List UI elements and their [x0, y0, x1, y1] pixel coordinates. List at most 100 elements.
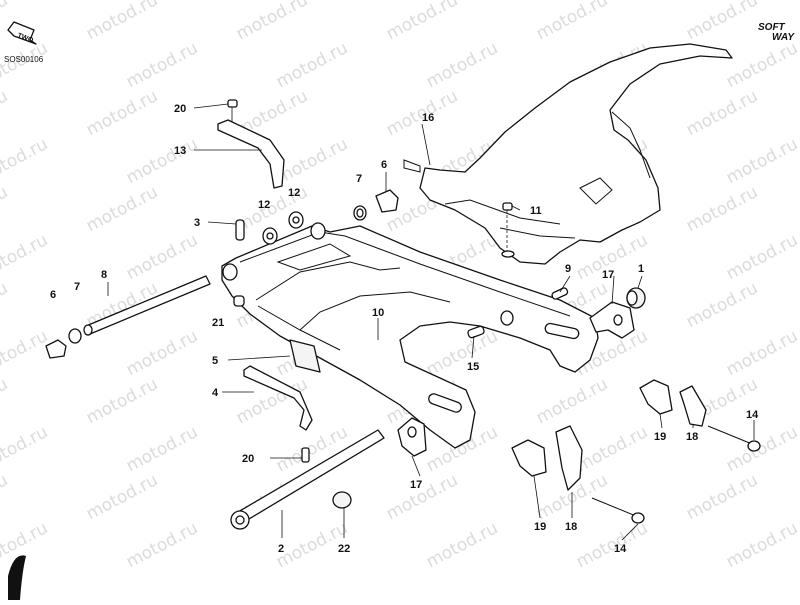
callout-7-upper: 7: [356, 173, 362, 185]
callout-5: 5: [212, 355, 218, 367]
watermark-text: motod.ru: [0, 518, 51, 572]
part-12-washers: [262, 211, 304, 245]
callout-10: 10: [372, 307, 384, 319]
part-6-cap-left: [45, 339, 67, 359]
callout-16: 16: [422, 112, 434, 124]
part-15-pin: [467, 310, 514, 339]
corner-mark-icon: [8, 555, 26, 600]
watermark-text: motod.ru: [0, 374, 11, 428]
softway-logo: SOFT WAY: [758, 22, 795, 43]
watermark-text: motod.ru: [0, 86, 11, 140]
part-16-rear-fender: [403, 43, 733, 265]
watermark-text: motod.ru: [423, 326, 501, 380]
part-22-bushing: [332, 491, 352, 509]
watermark-text: motod.ru: [723, 230, 800, 284]
part-6-cap-upper: [375, 189, 399, 213]
watermark-text: motod.ru: [123, 230, 201, 284]
watermark-text: motod.ru: [533, 0, 611, 44]
watermark-text: motod.ru: [723, 422, 800, 476]
part-11-screw: [501, 202, 515, 258]
callout-22: 22: [338, 543, 350, 555]
callout-20-lower: 20: [242, 453, 254, 465]
part-14-bolt-lower: [591, 497, 645, 524]
callout-21: 21: [212, 317, 224, 329]
watermark-text: motod.ru: [0, 230, 51, 284]
watermark-text: motod.ru: [0, 422, 51, 476]
part-18-plate-right: [679, 385, 707, 427]
part-10-swingarm: [221, 222, 599, 449]
watermark-text: motod.ru: [83, 86, 161, 140]
watermark-text: motod.ru: [0, 38, 51, 92]
watermark-text: motod.ru: [533, 374, 611, 428]
watermark-text: motod.ru: [723, 38, 800, 92]
watermark-text: motod.ru: [383, 0, 461, 44]
watermark-text: motod.ru: [423, 38, 501, 92]
watermark-text: motod.ru: [0, 134, 51, 188]
watermark-text: motod.ru: [683, 182, 761, 236]
callout-3: 3: [194, 217, 200, 229]
part-1-bushing: [626, 287, 646, 309]
watermark-text: motod.ru: [683, 0, 761, 44]
watermark-text: motod.ru: [683, 278, 761, 332]
watermark-text: motod.ru: [0, 326, 51, 380]
callout-11: 11: [530, 205, 542, 217]
watermark-text: motod.ru: [83, 0, 161, 44]
part-2-axle: [230, 429, 385, 530]
watermark-text: motod.ru: [123, 134, 201, 188]
part-18-plate-lower: [555, 425, 583, 491]
part-4-guard-bar: [243, 365, 313, 431]
part-19-adjuster-right: [639, 379, 673, 415]
part-20-screw-lower: [301, 447, 310, 463]
callout-18-right: 18: [686, 431, 698, 443]
watermark-text: motod.ru: [683, 86, 761, 140]
watermark-text: motod.ru: [83, 374, 161, 428]
callout-20-upper: 20: [174, 103, 186, 115]
callout-4: 4: [212, 387, 219, 399]
watermark-text: motod.ru: [723, 326, 800, 380]
watermark-text: motod.ru: [0, 0, 11, 44]
callout-8: 8: [101, 269, 107, 281]
callout-14-lower: 14: [614, 543, 627, 555]
callout-2: 2: [278, 543, 284, 555]
watermark-text: motod.ru: [723, 134, 800, 188]
callout-12-right: 12: [288, 187, 300, 199]
part-19-adjuster-lower: [511, 439, 547, 477]
part-8-pivot-shaft: [83, 275, 211, 336]
callout-18-lower: 18: [565, 521, 577, 533]
part-5-pad: [289, 339, 321, 373]
callout-7-left: 7: [74, 281, 80, 293]
part-17-lower-bracket: [397, 417, 427, 457]
callout-9: 9: [565, 263, 571, 275]
callout-14-right: 14: [746, 409, 759, 421]
callout-19-lower: 19: [534, 521, 546, 533]
part-13-plate: [217, 119, 285, 189]
part-21-cap: [233, 295, 245, 307]
watermark-text: motod.ru: [273, 134, 351, 188]
callout-15: 15: [467, 361, 479, 373]
watermark-text: motod.ru: [233, 0, 311, 44]
callout-1: 1: [638, 263, 644, 275]
watermark-text: motod.ru: [0, 182, 11, 236]
watermark-text: motod.ru: [0, 278, 11, 332]
watermark-text: motod.ru: [123, 518, 201, 572]
watermark-text: motod.ru: [123, 422, 201, 476]
brand-line2: WAY: [772, 32, 795, 43]
watermark-text: motod.ru: [573, 518, 651, 572]
part-7-ring-upper: [353, 205, 367, 221]
part-14-bolt-right: [707, 425, 761, 452]
two-arrow-badge: TWO: [7, 21, 37, 45]
part-9-bolt: [551, 287, 569, 300]
diagram-code: SOS00106: [4, 55, 44, 64]
callout-19-right: 19: [654, 431, 666, 443]
watermark-text: motod.ru: [573, 422, 651, 476]
callout-17-upper: 17: [602, 269, 614, 281]
part-7-ring-left: [68, 328, 82, 344]
part-3-grease-nipple: [235, 219, 245, 241]
watermark-text: motod.ru: [0, 470, 11, 524]
callout-12-left: 12: [258, 199, 270, 211]
callout-13: 13: [174, 145, 186, 157]
callout-17-lower: 17: [410, 479, 422, 491]
part-17-upper-bracket: [589, 301, 635, 339]
